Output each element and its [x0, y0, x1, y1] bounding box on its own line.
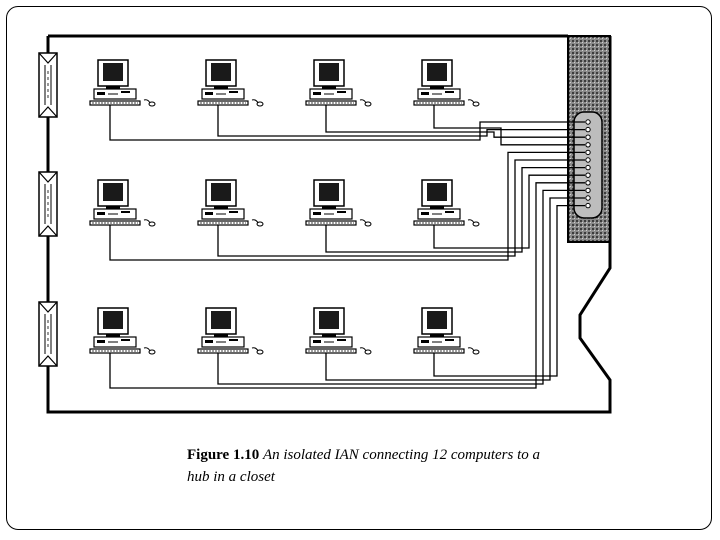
network-cable: [433, 174, 585, 249]
figure-number: Figure 1.10: [187, 447, 260, 463]
network-cable: [217, 159, 585, 257]
hub-ports: [585, 119, 591, 209]
computer-icon: [197, 179, 264, 227]
hub-port: [585, 202, 591, 209]
light-fixture-icon: [38, 171, 58, 237]
hub-port: [585, 172, 591, 178]
computer-icon: [305, 307, 372, 355]
network-cable: [109, 182, 585, 389]
network-cable: [217, 105, 585, 137]
computer-icon: [305, 59, 372, 107]
network-cable: [325, 166, 585, 253]
hub-port: [585, 119, 591, 125]
network-cable: [217, 189, 585, 385]
network-cable: [109, 151, 585, 261]
hub-port: [585, 195, 591, 201]
computer-icon: [197, 59, 264, 107]
network-cable: [325, 197, 585, 381]
slide-frame: [6, 6, 712, 530]
light-fixture-icon: [38, 52, 58, 118]
computer-icon: [305, 179, 372, 227]
cables: [109, 105, 585, 389]
computer-icon: [413, 59, 480, 107]
room-wall: [46, 34, 612, 414]
hub-port: [585, 149, 591, 156]
computer-icon: [413, 307, 480, 355]
network-cable: [325, 105, 585, 138]
computer-icon: [89, 59, 156, 107]
hub-port: [585, 187, 591, 194]
network-cable: [433, 105, 585, 146]
computer-icon: [413, 179, 480, 227]
network-cable: [433, 204, 585, 377]
hub-port: [585, 157, 591, 163]
figure-caption-text: An isolated IAN connecting 12 computers …: [187, 447, 541, 485]
hub-port: [585, 126, 591, 133]
light-fixture-icon: [38, 301, 58, 367]
hub-port: [585, 134, 591, 140]
computer-icon: [89, 307, 156, 355]
hub-port: [585, 180, 591, 186]
hub-port: [585, 142, 591, 148]
figure-caption: Figure 1.10 An isolated IAN connecting 1…: [187, 444, 547, 488]
computer-icon: [197, 307, 264, 355]
network-cable: [109, 105, 585, 141]
hub-port: [585, 164, 591, 171]
computers: [89, 59, 480, 355]
computer-icon: [89, 179, 156, 227]
